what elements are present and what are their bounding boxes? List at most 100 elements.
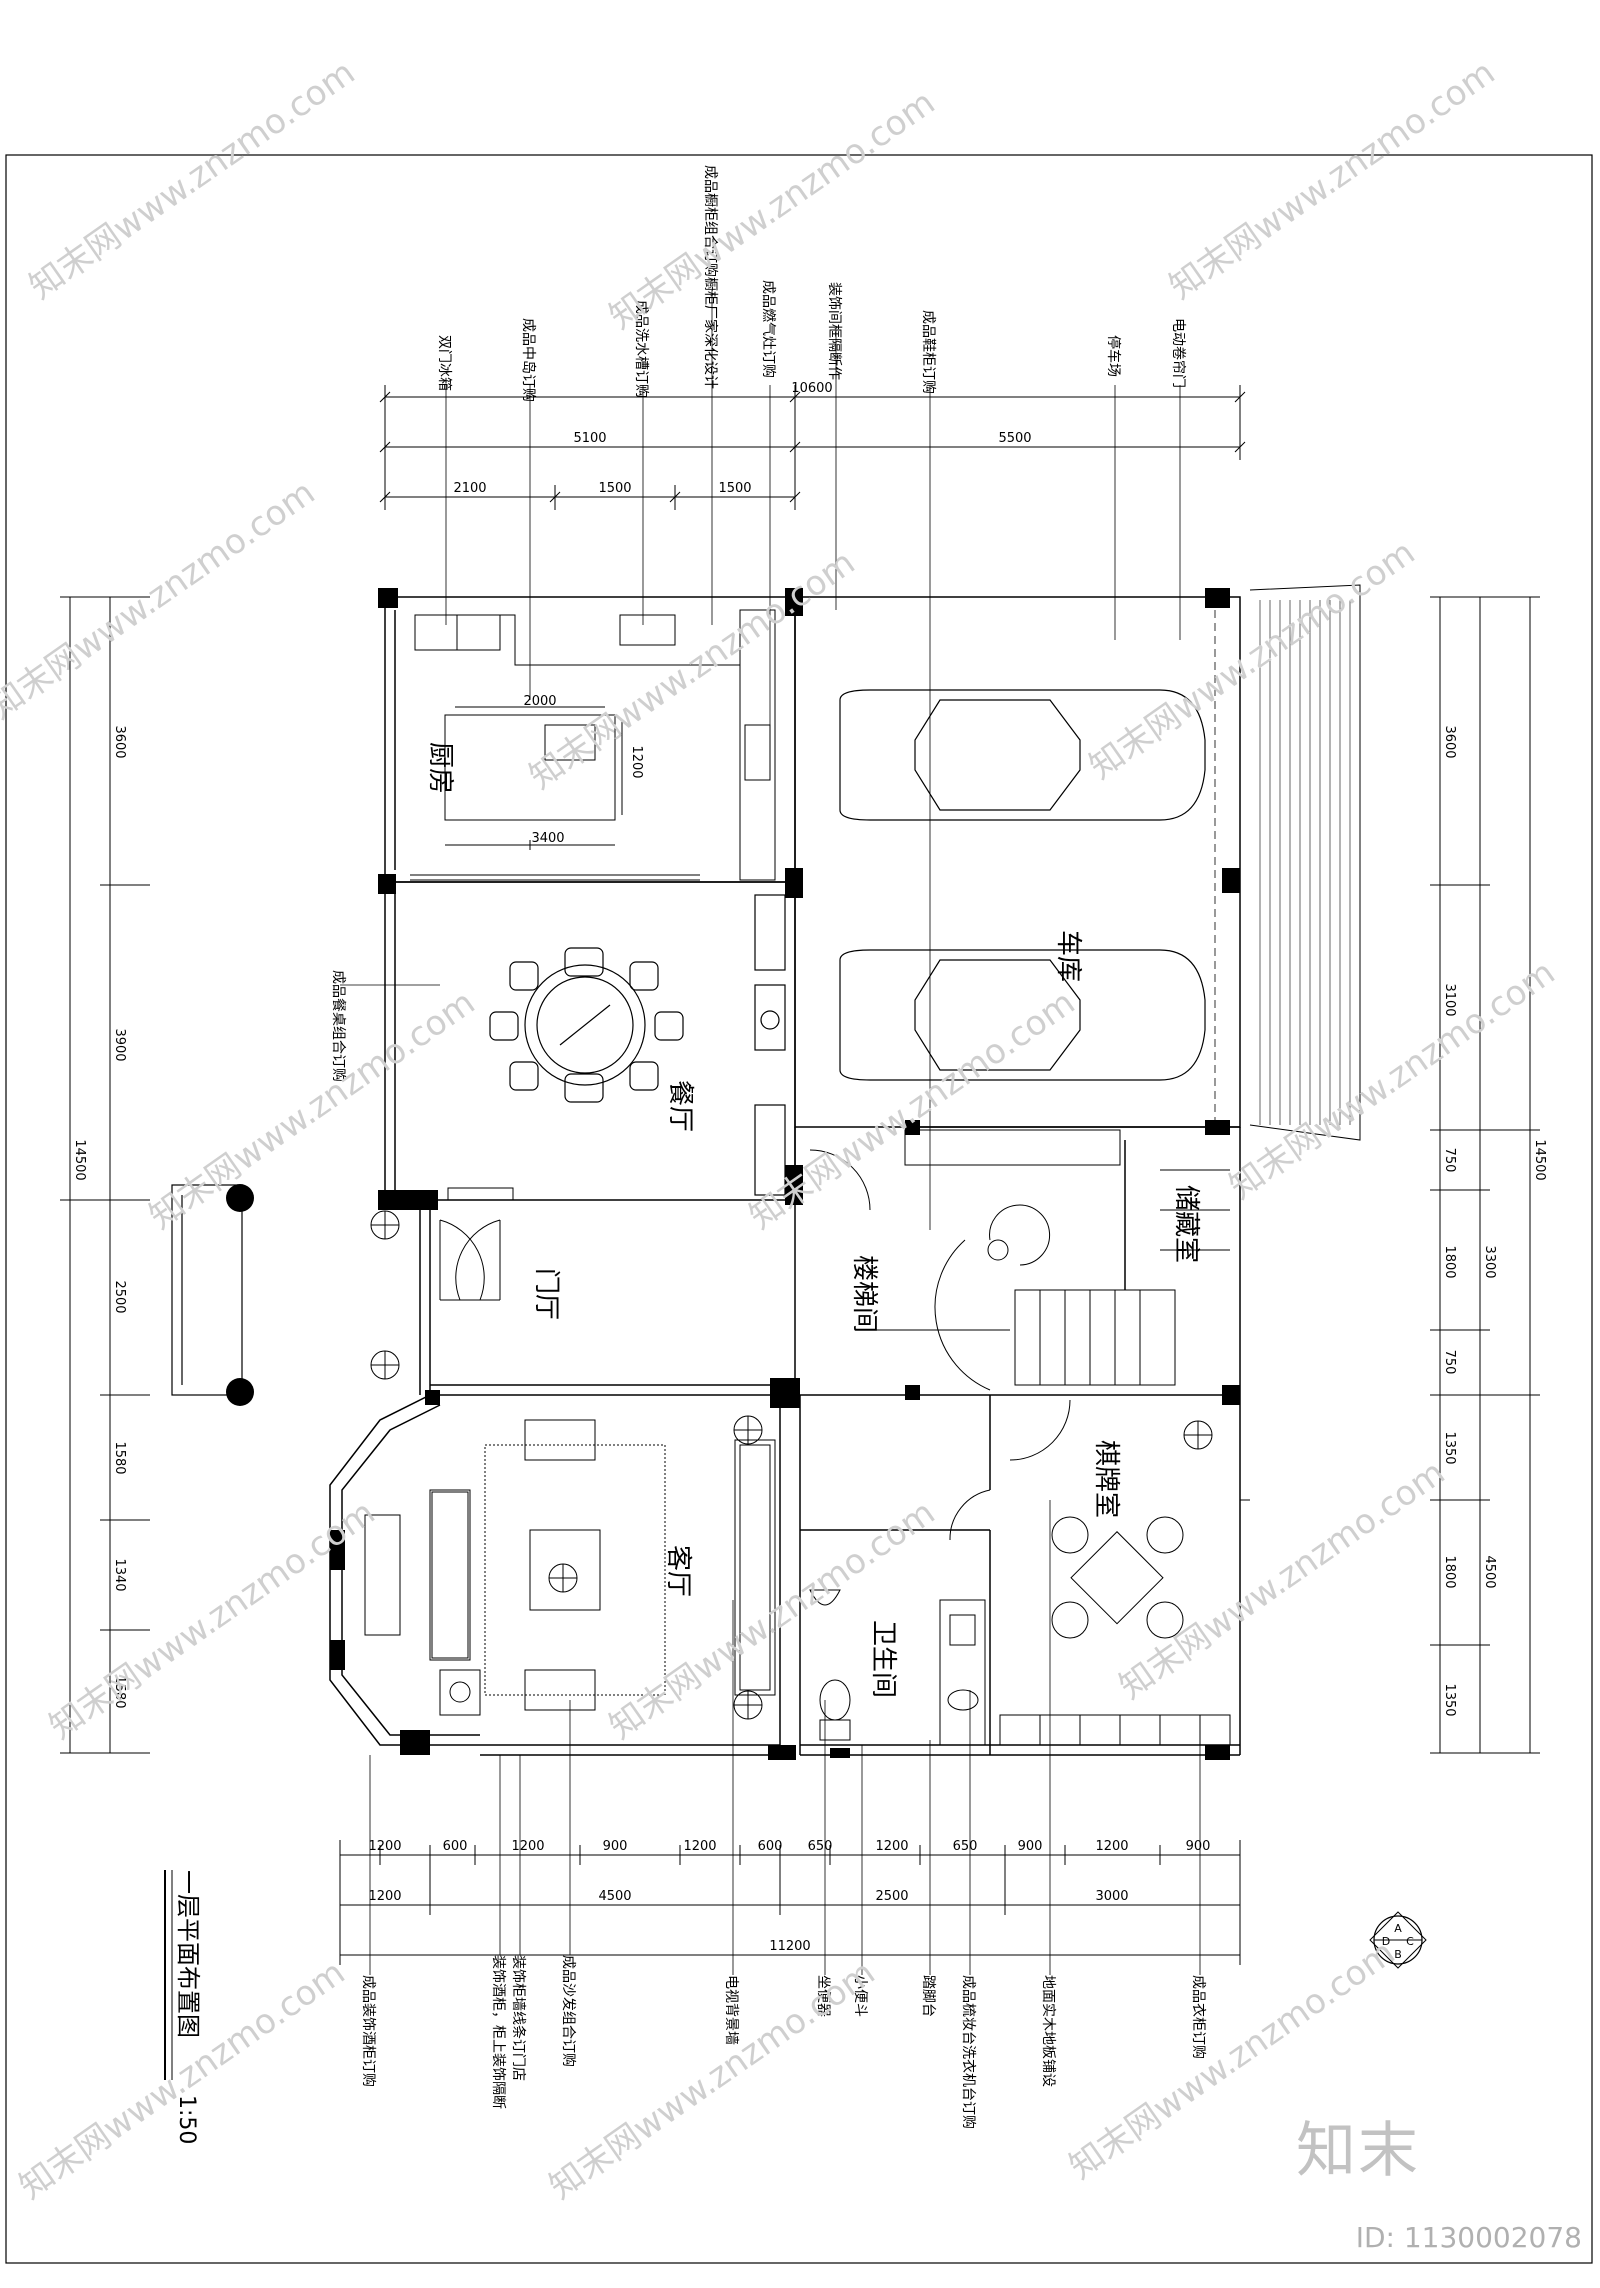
bottom-dimension-lines [339,1840,1241,1965]
dim-right-upper-2: 3100 [1442,983,1457,1016]
room-label-kitchen: 厨房 [425,742,455,794]
plant-icon [370,1210,400,1240]
room-label-chess: 棋牌室 [1091,1440,1121,1518]
room-label-storage: 储藏室 [1171,1185,1201,1263]
label-cabinet-combo: 成品橱柜组合订购橱柜厂家深化设计 [702,165,719,389]
dim-right-detail-3: 750 [1442,1350,1457,1375]
dim-bottom-row2-4: 3000 [1095,1889,1128,1904]
compass-a: A [1394,1922,1402,1935]
living-bay-window [329,1394,480,1746]
label-gas-stove: 成品燃气灶订购 [760,280,777,378]
porch-column [226,1184,254,1212]
watermark-text: 知末网www.znzmo.com [1222,953,1562,1208]
bottom-leader-lines [369,1500,1201,1975]
label-sink: 成品洗水槽订购 [633,300,649,398]
label-vanity: 成品梳妆台洗衣机台订购 [960,1975,976,2129]
watermark-text: 知末网www.znzmo.com [22,53,362,308]
dim-right-detail-4: 1350 [1442,1431,1457,1464]
dim-bottom-9: 650 [953,1839,978,1854]
label-wardrobe: 成品衣柜订购 [1190,1975,1206,2059]
label-dining-set: 成品餐桌组合订购 [330,970,346,1082]
dim-top-mid-1: 5100 [573,431,606,446]
label-sofa-set: 成品沙发组合订购 [560,1955,576,2067]
chess-room-furniture [999,1399,1250,1746]
dim-bottom-11: 1200 [1095,1839,1128,1854]
watermark-text: 知末网www.znzmo.com [742,983,1082,1238]
drawing-scale: 1:50 [174,2095,199,2144]
bottom-annotation-labels: 成品装饰酒柜订购 装饰酒柜，柜上装饰隔断 装饰柜墙线条订门店 成品沙发组合订购 … [360,1955,1206,2129]
dim-left-3: 2500 [112,1280,127,1313]
label-double-door-fridge: 双门冰箱 [436,335,452,391]
dim-top-total: 10600 [791,381,832,396]
label-wall-trim: 装饰柜墙线条订门店 [510,1955,527,2081]
plant-icons [370,1210,1213,1720]
dim-bottom-row2-3: 2500 [875,1889,908,1904]
compass-icon: A B C D [1369,1911,1427,1969]
dim-bottom-8: 1200 [875,1839,908,1854]
compass-b: B [1394,1948,1402,1961]
structural-columns [330,588,1240,1760]
dim-right-detail-6: 1350 [1442,1683,1457,1716]
dim-bottom-12: 900 [1186,1839,1211,1854]
top-dimension-lines [379,385,1246,510]
dim-top-detail-2: 1500 [598,481,631,496]
bath-fixtures [809,1489,991,1746]
plant-icon [733,1415,763,1445]
label-wood-floor: 地面实木地板铺设 [1040,1975,1056,2087]
label-urinal: 小便斗 [852,1975,868,2017]
dim-right-detail-2: 1800 [1442,1245,1457,1278]
label-island: 成品中岛订购 [520,318,536,402]
dim-bottom-7: 650 [808,1839,833,1854]
label-partition: 装饰间框隔断作 [826,282,842,380]
watermark-group: 知末网www.znzmo.com 知末网www.znzmo.com 知末网www… [0,53,1562,2208]
dim-right-detail-1: 750 [1442,1148,1457,1173]
label-toilet: 坐便器 [815,1975,831,2017]
bottom-dims-row1: 1200 600 1200 900 1200 600 650 1200 650 … [368,1839,1210,1854]
plant-icon [370,1350,400,1380]
dim-bottom-2: 600 [443,1839,468,1854]
label-wine-cabinet-partition: 装饰酒柜，柜上装饰隔断 [490,1955,506,2109]
room-label-bath: 卫生间 [868,1620,898,1698]
dim-left-total: 14500 [72,1139,87,1180]
dim-bottom-5: 1200 [683,1839,716,1854]
room-label-entrance: 门厅 [531,1268,561,1320]
dim-top-mid-2: 5500 [998,431,1031,446]
watermark-text: 知末网www.znzmo.com [42,1493,382,1748]
room-label-stair: 楼梯间 [849,1255,879,1333]
dining-table-set [489,894,786,1196]
dim-right-mid-1: 3300 [1482,1245,1497,1278]
top-annotation-labels: 双门冰箱 成品中岛订购 成品洗水槽订购 成品橱柜组合订购橱柜厂家深化设计 成品燃… [436,165,1186,402]
dim-kitchen-width: 3400 [531,831,564,846]
dim-bottom-4: 900 [603,1839,628,1854]
label-roller-door: 电动卷帘门 [1170,318,1186,388]
drawing-frame [5,154,1593,2264]
living-furniture [364,1419,776,1716]
porch-column [226,1378,254,1406]
room-label-dining: 餐厅 [665,1080,695,1132]
entrance-doors [439,1187,514,1301]
watermark-id: ID: 1130002078 [1355,2221,1582,2254]
kitchen-furniture [410,609,776,881]
porch [171,1184,243,1396]
room-labels: 厨房 餐厅 门厅 楼梯间 储藏室 客厅 卫生间 棋牌室 车库 [425,742,1201,1698]
left-dimension-lines [60,596,150,1754]
garage-ramp [1249,584,1361,1141]
watermark-text: 知末网www.znzmo.com [542,1953,882,2208]
label-parking: 停车场 [1105,335,1122,377]
dim-left-4: 1580 [112,1441,127,1474]
dim-top-detail-3: 1500 [718,481,751,496]
watermark-text: 知末网www.znzmo.com [1162,53,1502,308]
label-wine-cabinet: 成品装饰酒柜订购 [360,1975,376,2087]
drawing-title: 一层平面布置图 [174,1870,202,2038]
dim-bottom-row2-1: 1200 [368,1889,401,1904]
top-leader-lines [445,290,1181,1230]
room-label-living: 客厅 [663,1545,693,1597]
dim-left-6: 1580 [112,1675,127,1708]
compass-d: D [1382,1935,1390,1948]
dim-left-1: 3600 [112,725,127,758]
dim-island-width: 2000 [523,694,556,709]
label-tv-wall: 电视背景墙 [723,1975,739,2045]
plant-icon [1183,1420,1213,1450]
